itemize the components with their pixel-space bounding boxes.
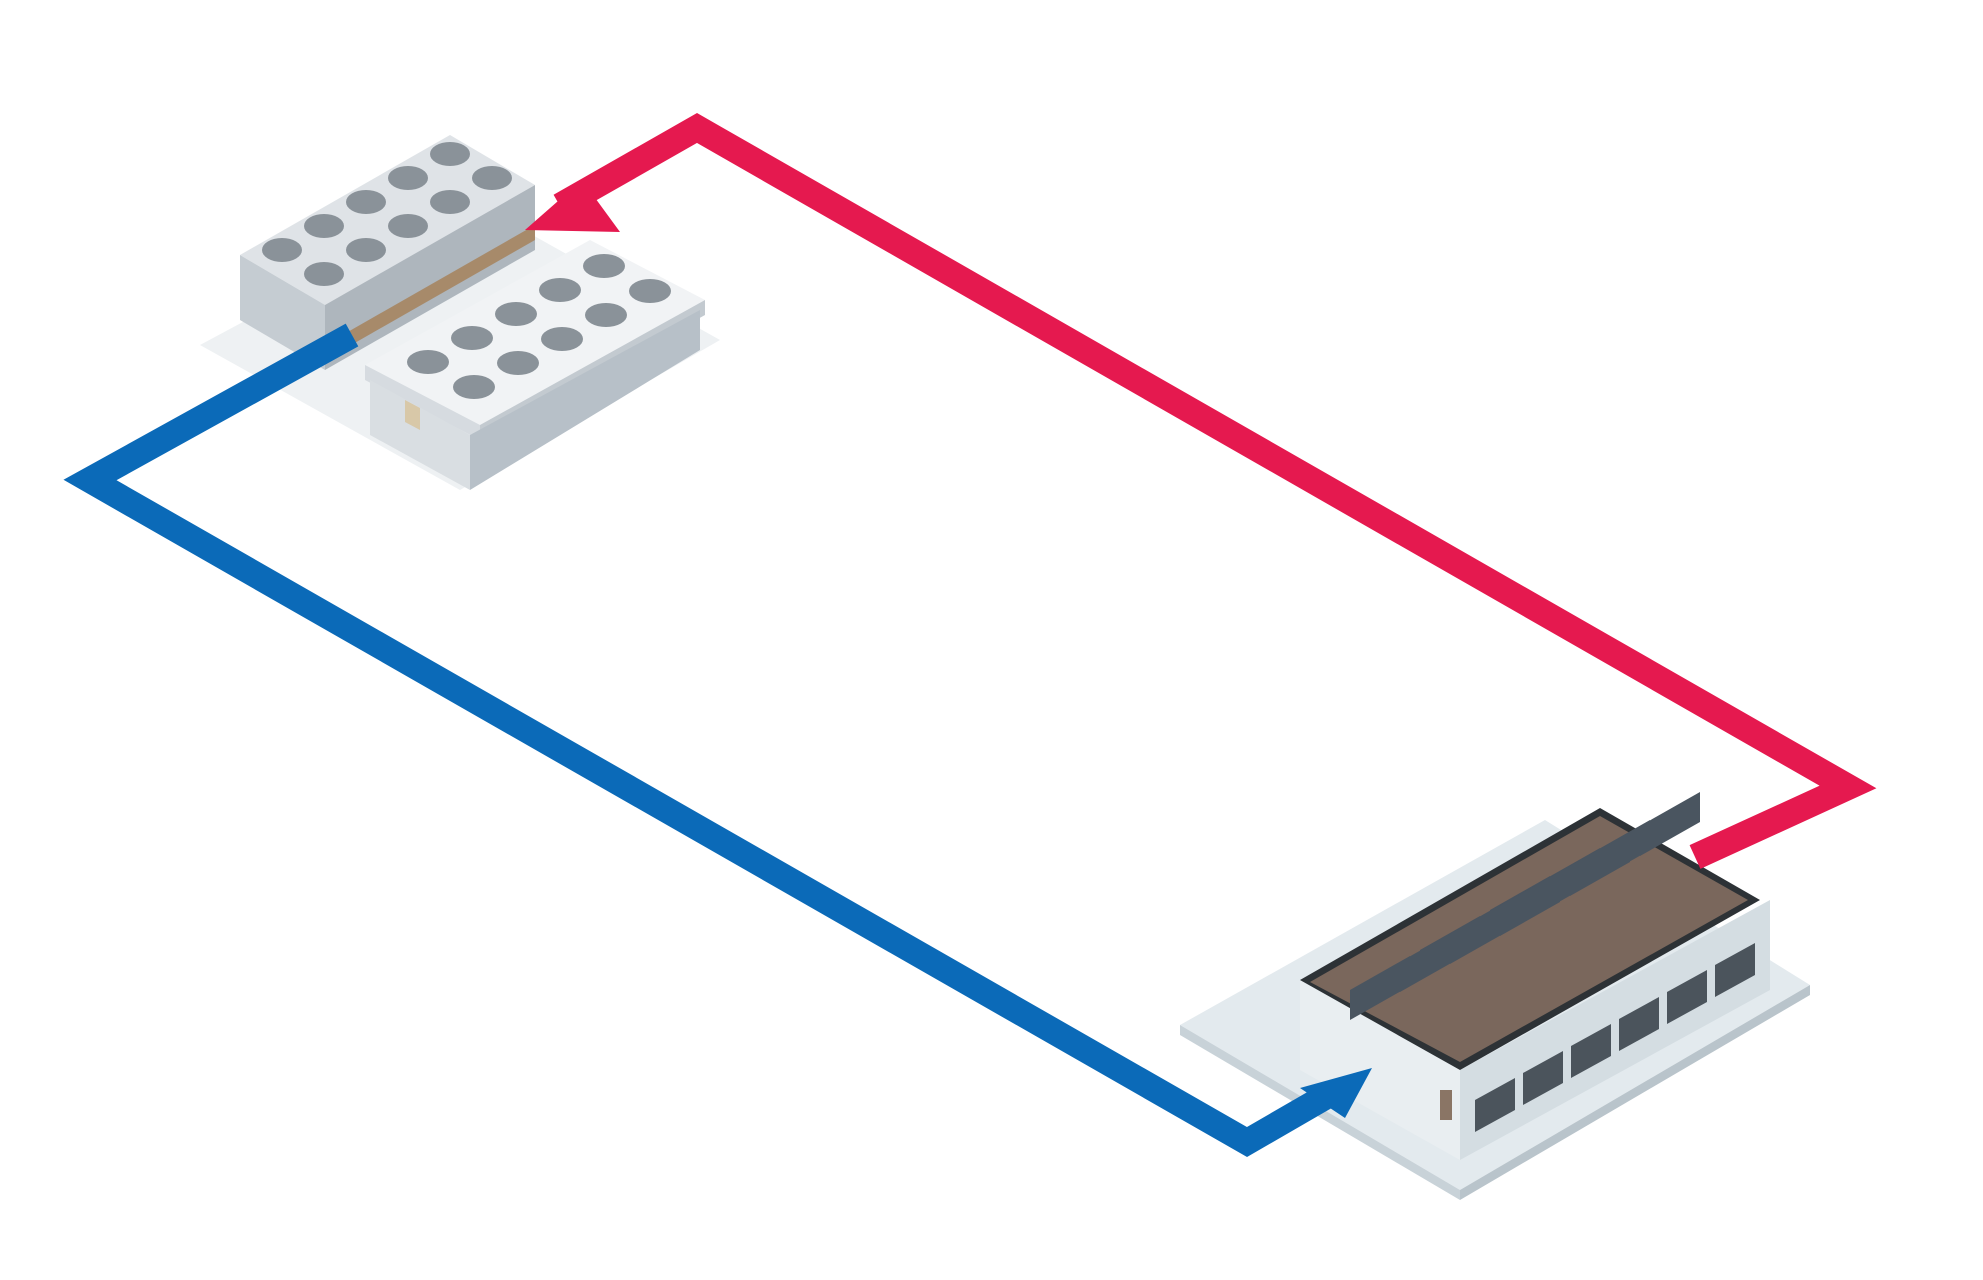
server-rack [1450, 900, 1510, 964]
window [1523, 1051, 1563, 1105]
server-rack [1640, 792, 1700, 856]
fan-icon [495, 302, 537, 326]
fan-icon [583, 254, 625, 278]
fan-icon [539, 278, 581, 302]
window [1619, 997, 1659, 1051]
fan-icon [388, 214, 428, 238]
fan-icon [451, 326, 493, 350]
hot-return-loop [525, 113, 1877, 869]
hot-pipe [553, 113, 1877, 869]
fan-array [262, 142, 671, 399]
fan-icon [629, 279, 671, 303]
fan-icon [453, 375, 495, 399]
fan-icon [585, 303, 627, 327]
server-rack [1500, 872, 1560, 936]
server-racks [1350, 792, 1700, 1020]
fan-icon [472, 166, 512, 190]
fan-icon [346, 190, 386, 214]
cold-pipe [63, 323, 1337, 1157]
server-rack [1350, 956, 1410, 1020]
window [1667, 970, 1707, 1024]
building-windows [1475, 943, 1755, 1132]
cold-supply-loop [63, 323, 1372, 1157]
fan-icon [304, 262, 344, 286]
fan-icon [541, 327, 583, 351]
fan-icon [430, 190, 470, 214]
fan-icon [407, 350, 449, 374]
fan-icon [497, 351, 539, 375]
cold-arrow-head-icon [1300, 1068, 1372, 1118]
chiller-units [200, 135, 720, 490]
window [1571, 1024, 1611, 1078]
server-rack [1400, 928, 1460, 992]
fan-icon [304, 214, 344, 238]
window [1475, 1078, 1515, 1132]
server-rack [1570, 832, 1630, 896]
fan-icon [388, 166, 428, 190]
window [1715, 943, 1755, 997]
fan-icon [262, 238, 302, 262]
fan-icon [430, 142, 470, 166]
fan-icon [346, 238, 386, 262]
hot-arrow-head-icon [525, 180, 620, 232]
